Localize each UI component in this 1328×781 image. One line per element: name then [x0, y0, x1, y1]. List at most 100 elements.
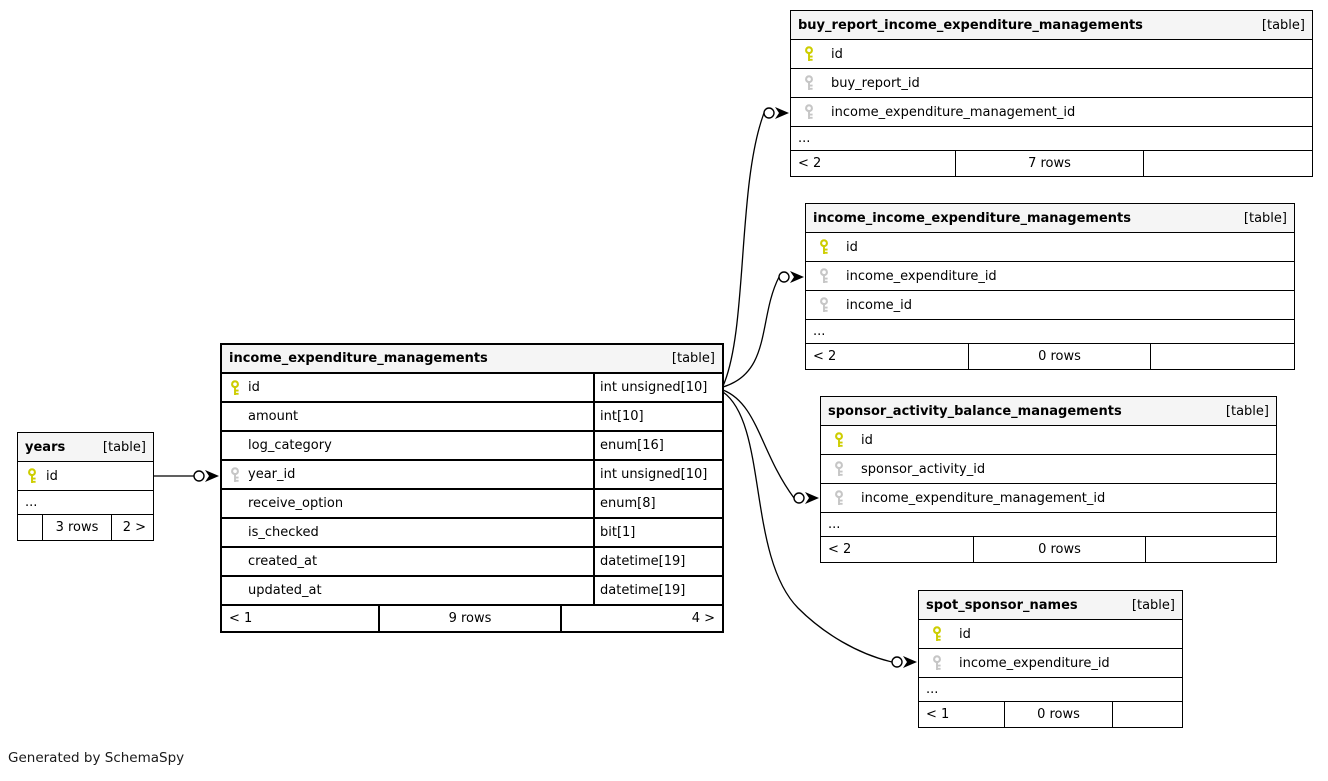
children-count [1146, 537, 1276, 562]
column-name: id [831, 46, 843, 62]
table-footer: < 2 7 rows [791, 151, 1312, 176]
table-title: income_income_expenditure_managements [813, 210, 1131, 226]
foreign-key-icon [919, 655, 959, 671]
column-row: income_expenditure_management_id [821, 484, 1276, 513]
column-type: int[10] [593, 403, 722, 430]
row-count: 0 rows [969, 344, 1151, 369]
row-count: 0 rows [974, 537, 1146, 562]
parents-count: < 1 [919, 702, 1005, 727]
column-name: receive_option [248, 496, 344, 511]
column-name: amount [248, 409, 299, 424]
table-type-label: [table] [1243, 210, 1287, 226]
column-name: income_expenditure_id [846, 268, 997, 284]
column-row: income_expenditure_id [919, 649, 1182, 678]
column-name: income_expenditure_id [959, 655, 1110, 671]
column-row: income_id [806, 291, 1294, 320]
column-name: updated_at [248, 583, 322, 598]
foreign-key-icon [791, 75, 831, 91]
column-type: enum[16] [593, 432, 722, 459]
table-spot-sponsor-names[interactable]: spot_sponsor_names [table] id income_exp… [918, 590, 1183, 728]
column-type: enum[8] [593, 490, 722, 517]
foreign-key-icon [222, 466, 248, 483]
column-row: id [18, 462, 153, 491]
table-footer: < 1 0 rows [919, 702, 1182, 727]
column-row: updated_at datetime[19] [222, 577, 722, 606]
column-row: id [806, 233, 1294, 262]
ellipsis-row: ... [18, 491, 153, 515]
foreign-key-icon [821, 461, 861, 477]
column-name: id [959, 626, 971, 642]
parents-count: < 2 [821, 537, 974, 562]
ellipsis-row: ... [806, 320, 1294, 344]
table-income-income-expenditure-managements[interactable]: income_income_expenditure_managements [t… [805, 203, 1295, 370]
column-name: id [248, 380, 260, 395]
table-type-label: [table] [102, 439, 146, 455]
table-footer: < 2 0 rows [806, 344, 1294, 369]
table-type-label: [table] [1261, 17, 1305, 33]
foreign-key-icon [806, 268, 846, 284]
column-name: id [861, 432, 873, 448]
foreign-key-icon [791, 104, 831, 120]
column-name: is_checked [248, 525, 319, 540]
fk-connector-sponsor-balance-iem-id [722, 389, 819, 504]
column-row: id int unsigned[10] [222, 374, 722, 403]
primary-key-icon [791, 46, 831, 62]
column-row: amount int[10] [222, 403, 722, 432]
table-title: years [25, 439, 66, 455]
column-name: income_expenditure_management_id [861, 490, 1106, 506]
children-count: 4 > [691, 611, 715, 626]
table-income-expenditure-managements[interactable]: income_expenditure_managements [table] i… [220, 343, 724, 633]
row-count: 3 rows [43, 515, 112, 540]
fk-connector-income-income-expenditure-id [722, 271, 804, 388]
table-footer: < 1 9 rows 4 > [222, 606, 722, 631]
primary-key-icon [806, 239, 846, 255]
column-row: buy_report_id [791, 69, 1312, 98]
primary-key-icon [821, 432, 861, 448]
column-name: year_id [248, 467, 296, 482]
column-type: datetime[19] [593, 548, 722, 575]
table-type-label: [table] [1225, 403, 1269, 419]
table-title: spot_sponsor_names [926, 597, 1078, 613]
table-years[interactable]: years [table] id ... 3 rows 2 > [17, 432, 154, 541]
column-row: is_checked bit[1] [222, 519, 722, 548]
table-title: buy_report_income_expenditure_management… [798, 17, 1143, 33]
column-name: created_at [248, 554, 318, 569]
primary-key-icon [18, 468, 46, 484]
column-type: datetime[19] [593, 577, 722, 604]
column-row: id [791, 40, 1312, 69]
row-count: 7 rows [956, 151, 1144, 176]
column-name: log_category [248, 438, 332, 453]
column-row: id [919, 620, 1182, 649]
foreign-key-icon [821, 490, 861, 506]
table-title: sponsor_activity_balance_managements [828, 403, 1122, 419]
table-header: income_expenditure_managements [table] [222, 345, 722, 374]
column-type: int unsigned[10] [593, 461, 722, 488]
table-header: buy_report_income_expenditure_management… [791, 11, 1312, 40]
primary-key-icon [222, 379, 248, 396]
column-row: income_expenditure_management_id [791, 98, 1312, 127]
primary-key-icon [919, 626, 959, 642]
column-name: sponsor_activity_id [861, 461, 986, 477]
row-count: 0 rows [1005, 702, 1113, 727]
generated-by-note: Generated by SchemaSpy [8, 750, 185, 766]
table-sponsor-activity-balance-managements[interactable]: sponsor_activity_balance_managements [ta… [820, 396, 1277, 563]
table-header: years [table] [18, 433, 153, 462]
column-row: year_id int unsigned[10] [222, 461, 722, 490]
parents-count: < 1 [222, 606, 380, 631]
table-buy-report-income-expenditure-managements[interactable]: buy_report_income_expenditure_management… [790, 10, 1313, 177]
column-type: bit[1] [593, 519, 722, 546]
table-header: income_income_expenditure_managements [t… [806, 204, 1294, 233]
parents-count [18, 515, 43, 540]
ellipsis-row: ... [821, 513, 1276, 537]
column-name: income_expenditure_management_id [831, 104, 1076, 120]
children-count [1113, 702, 1182, 727]
column-row: sponsor_activity_id [821, 455, 1276, 484]
column-name: income_id [846, 297, 912, 313]
parents-count: < 2 [806, 344, 969, 369]
table-header: sponsor_activity_balance_managements [ta… [821, 397, 1276, 426]
column-name: id [846, 239, 858, 255]
foreign-key-icon [806, 297, 846, 313]
column-row: log_category enum[16] [222, 432, 722, 461]
table-footer: < 2 0 rows [821, 537, 1276, 562]
